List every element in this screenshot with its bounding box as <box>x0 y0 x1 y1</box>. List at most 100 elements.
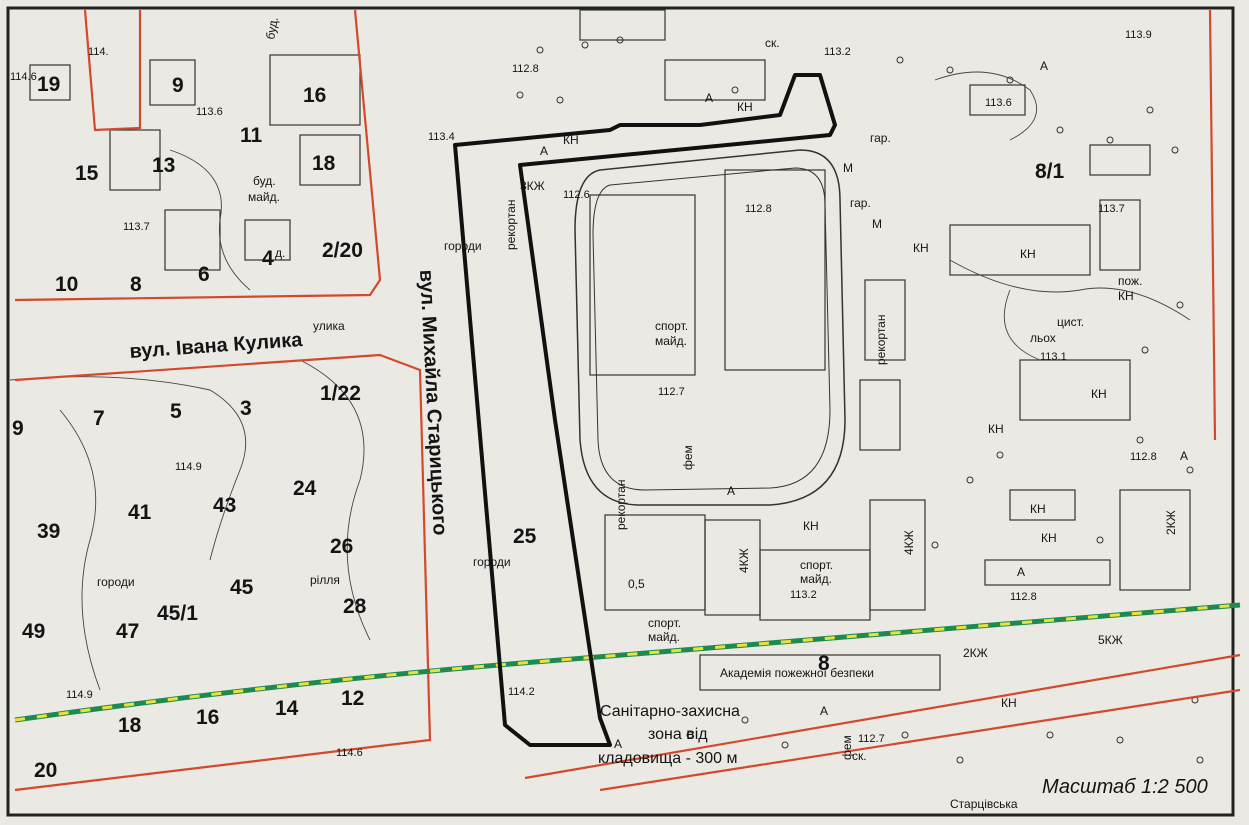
label-fem-2: фем <box>840 735 854 760</box>
elev-16: 112.8 <box>1130 451 1157 463</box>
label-m-2: М <box>872 217 882 231</box>
label-sport-3a: спорт. <box>648 616 681 630</box>
label-sk-2: ск. <box>852 749 867 763</box>
elev-9: 113.7 <box>123 221 150 233</box>
parcel-26: 26 <box>330 535 353 558</box>
label-2kzh: 2КЖ <box>963 646 988 660</box>
label-m-1: М <box>843 161 853 175</box>
label-tsyst: цист. <box>1057 315 1084 329</box>
elev-5: 112.8 <box>512 63 539 75</box>
label-kn-11: КН <box>1001 696 1017 710</box>
elevation-marks: 114.6 114. 113.6 113.4 112.8 113.2 113.9… <box>10 29 1157 759</box>
elev-2: 114. <box>88 46 109 58</box>
parcel-45: 45 <box>230 576 254 599</box>
street-bottom: Старцівська <box>950 797 1018 811</box>
parcel-28: 28 <box>343 595 367 618</box>
feature-labels: городи городи городи рілля буд. майд. сп… <box>97 16 1188 763</box>
elev-20: 114.2 <box>508 686 535 698</box>
label-bud-1: буд. <box>263 16 281 41</box>
label-lyokh: льох <box>1030 331 1056 345</box>
zone-caption: Санітарно-захисна зона від кладовища - 3… <box>598 703 740 767</box>
elev-7: 113.9 <box>1125 29 1152 41</box>
parcel-18-bottom: 18 <box>118 714 142 737</box>
label-rillia: рілля <box>310 573 340 587</box>
elev-3: 113.6 <box>196 106 223 118</box>
parcel-8-left: 8 <box>130 273 142 296</box>
label-a-6: А <box>1017 565 1025 579</box>
elev-12: 113.7 <box>1098 203 1125 215</box>
parcel-13: 13 <box>152 154 175 177</box>
elev-21: 114.6 <box>336 747 363 759</box>
project-boundary <box>453 73 837 747</box>
label-kn-1: КН <box>563 133 579 147</box>
parcel-24: 24 <box>293 477 317 500</box>
parcel-43: 43 <box>213 494 236 517</box>
label-kn-9: КН <box>803 519 819 533</box>
zone-caption-line-1: Санітарно-захисна <box>600 703 740 720</box>
label-kn-7: КН <box>1030 502 1046 516</box>
vegetation-symbols <box>516 36 1204 764</box>
map-scale: Масштаб 1:2 500 <box>1042 776 1208 798</box>
label-gorody-2: городи <box>97 575 135 589</box>
label-kn-2: КН <box>737 100 753 114</box>
label-kn-5: КН <box>1091 387 1107 401</box>
label-bud-maid-2: майд. <box>248 190 280 204</box>
parcel-25: 25 <box>513 525 537 548</box>
label-kn-6: КН <box>988 422 1004 436</box>
parcel-4: 4 <box>262 247 274 270</box>
elev-19: 114.9 <box>66 689 93 701</box>
label-gar-1: гар. <box>870 131 891 145</box>
elev-17: 113.2 <box>790 589 817 601</box>
label-kn-8: КН <box>1041 531 1057 545</box>
parcel-41: 41 <box>128 501 152 524</box>
stadium-track <box>574 149 846 506</box>
label-3kzh: 3КЖ <box>520 179 545 193</box>
label-4kzh-1: 4КЖ <box>737 548 751 573</box>
parcel-2-20: 2/20 <box>322 239 363 262</box>
label-sport-3b: майд. <box>648 630 680 644</box>
elev-18: 112.8 <box>1010 591 1037 603</box>
parcel-49: 49 <box>22 620 45 643</box>
elev-4: 113.4 <box>428 131 455 143</box>
building-outlines <box>29 9 1191 691</box>
parcel-9: 9 <box>172 74 184 97</box>
parcel-1-22: 1/22 <box>320 382 361 405</box>
yellow-dash-line <box>14 603 1241 722</box>
parcel-5: 5 <box>170 400 182 423</box>
label-sport-2a: спорт. <box>800 558 833 572</box>
label-pozh: пож. <box>1118 274 1142 288</box>
label-kn-4: КН <box>1020 247 1036 261</box>
label-a-3: А <box>727 484 735 498</box>
label-rekortan-3: рекортан <box>614 480 628 530</box>
parcel-14: 14 <box>275 697 299 720</box>
parcel-15: 15 <box>75 162 99 185</box>
elev-10: 112.6 <box>563 189 590 201</box>
label-kn-3: КН <box>913 241 929 255</box>
label-5kzh: 5КЖ <box>1098 633 1123 647</box>
label-gorody-3: городи <box>473 555 511 569</box>
label-2kzh-right: 2КЖ <box>1164 510 1178 535</box>
label-fem-1: фем <box>681 445 695 470</box>
label-rekortan-1: рекортан <box>504 200 518 250</box>
label-a-7: А <box>614 737 622 751</box>
parcel-10: 10 <box>55 273 78 296</box>
label-d-1: д. <box>275 246 285 260</box>
label-4kzh-2: 4КЖ <box>902 530 916 555</box>
parcel-12: 12 <box>341 687 364 710</box>
parcel-47: 47 <box>116 620 139 643</box>
label-0-5: 0,5 <box>628 577 645 591</box>
parcel-19: 19 <box>37 73 60 96</box>
label-kn-10: КН <box>1118 289 1134 303</box>
parcel-numbers: 19 9 16 18 11 13 15 10 8 6 4 2/20 1/22 3… <box>12 73 1065 782</box>
label-sport-2b: майд. <box>800 572 832 586</box>
zone-caption-line-2: зона від <box>648 726 708 743</box>
street-kulyka-fragment: улика <box>313 319 345 333</box>
elev-8: 113.6 <box>985 97 1012 109</box>
label-sk-1: ск. <box>765 36 780 50</box>
label-a-5: А <box>1040 59 1048 73</box>
label-gorody-1: городи <box>444 239 482 253</box>
elev-6: 113.2 <box>824 46 851 58</box>
label-gar-2: гар. <box>850 196 871 210</box>
red-lines <box>14 9 1241 792</box>
